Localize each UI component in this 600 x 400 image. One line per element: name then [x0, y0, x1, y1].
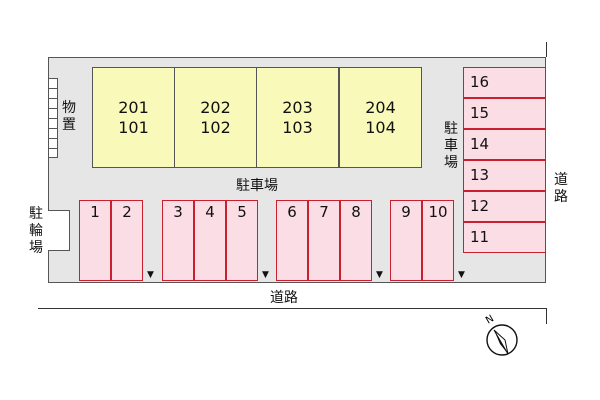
parking-space-13: 13 [463, 160, 546, 191]
parking-space-5: 5 [226, 200, 258, 281]
unit-lower: 102 [200, 117, 231, 137]
parking-space-7: 7 [308, 200, 340, 281]
parking-space-6: 6 [276, 200, 308, 281]
entrance-arrow: ▼ [147, 270, 154, 280]
parking-space-4: 4 [194, 200, 226, 281]
entrance-arrow: ▼ [458, 270, 465, 280]
road-line-bottom [38, 308, 546, 309]
parking-space-10: 10 [422, 200, 454, 281]
unit-lower: 104 [365, 117, 396, 137]
unit-upper: 202 [200, 97, 231, 117]
road-line-corner [546, 308, 547, 324]
parking-space-12: 12 [463, 191, 546, 222]
parking-space-15: 15 [463, 98, 546, 129]
road-label-right: 道路 [554, 172, 568, 205]
parking-space-8: 8 [340, 200, 372, 281]
parking-space-3: 3 [162, 200, 194, 281]
storage-label: 物置 [62, 100, 76, 133]
compass-icon: N [484, 313, 518, 356]
parking-space-9: 9 [390, 200, 422, 281]
building-unit-201-101: 201 101 [92, 67, 175, 168]
road-line-top [546, 42, 547, 57]
parking-space-11: 11 [463, 222, 546, 253]
parking-label-right: 駐車場 [444, 121, 458, 171]
road-label-bottom: 道路 [270, 290, 298, 306]
parking-space-2: 2 [111, 200, 143, 281]
unit-lower: 101 [118, 117, 149, 137]
unit-upper: 204 [365, 97, 396, 117]
bike-parking-box [48, 210, 70, 251]
entrance-arrow: ▼ [262, 270, 269, 280]
bike-parking-label: 駐輪場 [29, 206, 43, 256]
unit-lower: 103 [282, 117, 313, 137]
parking-space-14: 14 [463, 129, 546, 160]
parking-label-center: 駐車場 [236, 178, 278, 194]
entrance-arrow: ▼ [376, 270, 383, 280]
unit-upper: 203 [282, 97, 313, 117]
building-unit-204-104: 204 104 [339, 67, 422, 168]
parking-space-1: 1 [79, 200, 111, 281]
building-unit-203-103: 203 103 [256, 67, 339, 168]
unit-upper: 201 [118, 97, 149, 117]
building-unit-202-102: 202 102 [174, 67, 257, 168]
parking-space-16: 16 [463, 67, 546, 98]
storage-shed [48, 78, 58, 158]
north-label: N [484, 313, 496, 326]
